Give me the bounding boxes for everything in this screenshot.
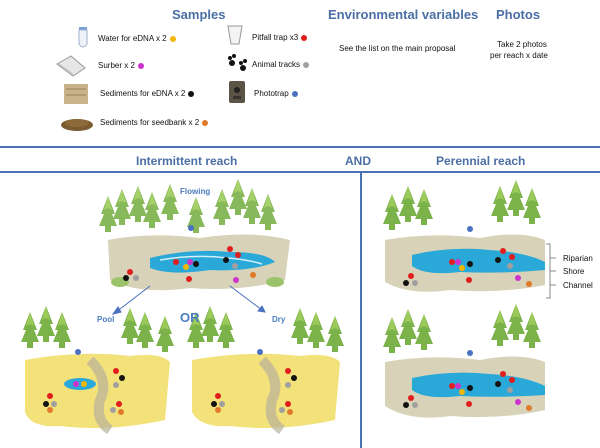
perennial-reach-header: Perennial reach [436,154,526,168]
zone-brace [546,243,556,299]
pool-scene [21,306,174,435]
sample-dot [202,119,209,126]
sample-label: Phototrap [254,89,298,98]
sample-label: Sediments for eDNA x 2 [100,89,195,98]
photos-text-line-1: Take 2 photos [497,40,547,49]
sample-label: Sediments for seedbank x 2 [100,118,209,127]
flowing-label: Flowing [180,187,211,196]
sample-dot [303,61,310,68]
cup-icon [227,25,243,45]
sediment-pile-icon [61,119,93,131]
divider-bottom [0,171,600,173]
divider-vertical [360,171,362,448]
photos-header: Photos [496,7,541,22]
flowing-scene [99,179,290,291]
and-header: AND [345,154,371,168]
camera-trap-icon [229,81,245,103]
arrows [111,285,266,315]
sample-label: Pitfall trap x3 [252,33,308,42]
env-variables-header: Environmental variables [328,7,479,22]
pool-label: Pool [97,315,115,324]
photos-text-line-2: per reach x date [490,51,548,60]
paw-print-icon [228,54,247,71]
dry-label: Dry [272,315,286,324]
riparian-label: Riparian [563,254,593,263]
sample-label: Water for eDNA x 2 [98,34,176,43]
samples-header: Samples [172,7,226,22]
dry-scene [187,306,344,435]
sample-dot [291,90,298,97]
divider-top [0,146,600,148]
shore-label: Shore [563,267,585,276]
perennial-scene-2 [383,304,545,418]
or-label: OR [180,310,200,325]
sample-dots [43,225,532,415]
sediment-block-icon [64,84,88,104]
channel-label: Channel [563,281,593,290]
sample-dot [137,62,144,69]
intermittent-reach-header: Intermittent reach [136,154,238,168]
tube-icon [78,27,88,48]
sample-dot [169,35,176,42]
env-variables-text: See the list on the main proposal [339,44,456,53]
sample-dot [188,90,195,97]
sample-label: Surber x 2 [98,61,144,70]
sample-dot [301,34,308,41]
perennial-scene-1 [383,180,545,292]
surber-net-icon [56,55,86,77]
sample-label: Animal tracks [252,60,310,69]
